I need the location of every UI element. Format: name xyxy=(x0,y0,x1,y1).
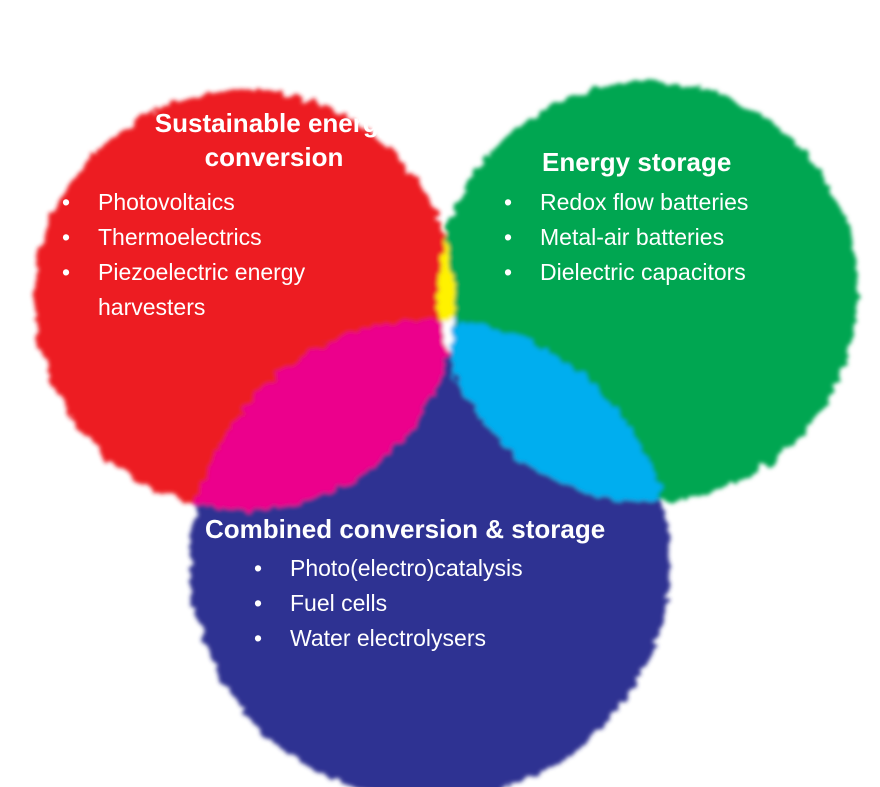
conversion-item-label: Piezoelectric energy xyxy=(98,259,306,285)
conversion-item: • Thermoelectrics xyxy=(58,220,305,255)
conversion-item-continued: harvesters xyxy=(58,290,305,325)
storage-title: Energy storage xyxy=(542,147,732,177)
combined-item: • Photo(electro)catalysis xyxy=(250,551,523,586)
conversion-item: • Photovoltaics xyxy=(58,185,305,220)
storage-combined-overlap xyxy=(438,320,670,502)
bullet-icon: • xyxy=(254,590,263,616)
bullet-icon: • xyxy=(504,259,513,285)
bullet-icon: • xyxy=(254,555,263,581)
storage-item: • Dielectric capacitors xyxy=(500,255,748,290)
combined-title: Combined conversion & storage xyxy=(205,514,606,544)
conversion-title-line2: conversion xyxy=(204,142,344,172)
bullet-icon: • xyxy=(62,259,71,285)
combined-item-label: Fuel cells xyxy=(290,590,388,616)
bullet-icon: • xyxy=(504,224,513,250)
conversion-combined-overlap xyxy=(190,320,455,510)
conversion-item-label: harvesters xyxy=(98,294,206,320)
bullet-icon: • xyxy=(504,189,513,215)
combined-item: • Water electrolysers xyxy=(250,621,523,656)
combined-item-label: Water electrolysers xyxy=(290,625,486,651)
combined-items: • Photo(electro)catalysis • Fuel cells • Wa… xyxy=(250,551,523,656)
storage-item-label: Metal-air batteries xyxy=(540,224,725,250)
storage-item: • Metal-air batteries xyxy=(500,220,748,255)
bullet-icon: • xyxy=(62,224,71,250)
storage-item: • Redox flow batteries xyxy=(500,185,748,220)
conversion-items: • Photovoltaics • Thermoelectrics • Piezoel… xyxy=(58,185,305,325)
conversion-item-label: Photovoltaics xyxy=(98,189,235,215)
combined-item: • Fuel cells xyxy=(250,586,523,621)
conversion-item-label: Thermoelectrics xyxy=(98,224,262,250)
conversion-title-line1: Sustainable energy xyxy=(154,108,394,138)
conversion-title: Sustainable energy conversion xyxy=(136,106,412,174)
storage-items: • Redox flow batteries • Metal-air batteri… xyxy=(500,185,748,290)
bullet-icon: • xyxy=(62,189,71,215)
storage-item-label: Redox flow batteries xyxy=(540,189,749,215)
combined-item-label: Photo(electro)catalysis xyxy=(290,555,523,581)
conversion-item: • Piezoelectric energy xyxy=(58,255,305,290)
bullet-icon: • xyxy=(254,625,263,651)
storage-item-label: Dielectric capacitors xyxy=(540,259,746,285)
